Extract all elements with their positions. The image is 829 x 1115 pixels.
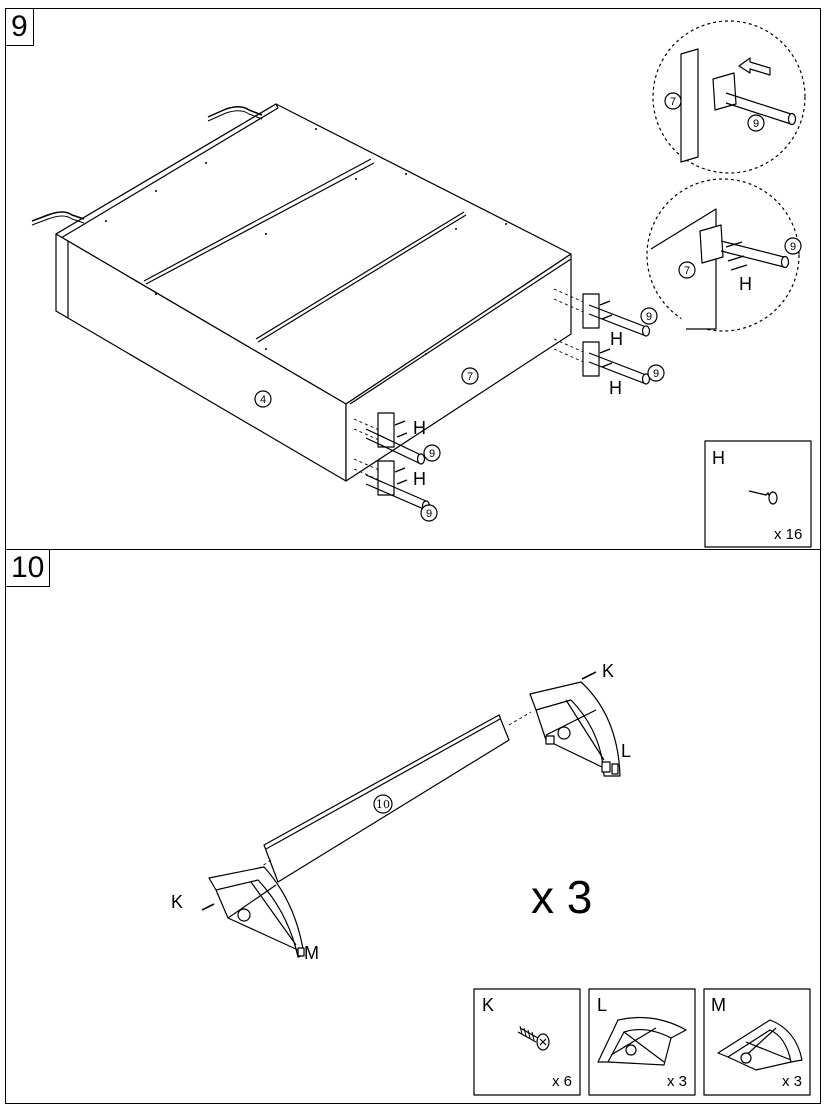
label-k-bottom: K bbox=[171, 892, 183, 912]
arrow-icon bbox=[738, 57, 771, 76]
label-part-9-d: 9 bbox=[426, 508, 432, 520]
label-detail-9-bottom: 9 bbox=[790, 241, 796, 253]
screw-k-icon bbox=[517, 1025, 550, 1051]
screw-h-icon bbox=[748, 490, 778, 505]
leg-group-right bbox=[588, 304, 651, 385]
hardware-h-quantity: x 16 bbox=[774, 526, 802, 543]
step-10-number: 10 bbox=[6, 550, 51, 587]
hardware-h-letter: H bbox=[712, 448, 725, 468]
step-9-illustration: 7 4 9 9 9 9 7 9 7 9 H H H H H H x 16 bbox=[31, 20, 812, 548]
step-10-panel: 10 bbox=[5, 549, 821, 1104]
hardware-l-letter: L bbox=[597, 995, 607, 1015]
part-7-panel bbox=[345, 253, 572, 482]
hardware-m-quantity: x 3 bbox=[782, 1073, 802, 1090]
label-part-10: 10 bbox=[376, 798, 390, 811]
hardware-box-l bbox=[588, 988, 696, 1096]
label-part-9-c: 9 bbox=[429, 448, 435, 460]
label-m: M bbox=[304, 943, 319, 963]
bracket-m-thumb-icon bbox=[717, 1019, 803, 1071]
bracket-l-thumb-icon bbox=[597, 1016, 687, 1066]
label-k-top: K bbox=[602, 661, 614, 681]
label-h-detail: H bbox=[739, 274, 752, 294]
label-l: L bbox=[621, 741, 631, 761]
hardware-k-letter: K bbox=[482, 995, 494, 1015]
label-h-2: H bbox=[609, 378, 622, 398]
strap-back bbox=[207, 106, 263, 118]
hardware-k-quantity: x 6 bbox=[552, 1073, 572, 1090]
label-part-9-a: 9 bbox=[646, 311, 652, 323]
multiplier-x3: x 3 bbox=[531, 871, 592, 923]
strap-left bbox=[31, 211, 85, 222]
step-9-panel: 9 bbox=[5, 8, 821, 550]
label-part-7: 7 bbox=[467, 371, 473, 383]
label-h-4: H bbox=[413, 469, 426, 489]
hardware-box-h bbox=[704, 440, 812, 548]
bracket-m-icon bbox=[208, 866, 305, 958]
label-part-4: 4 bbox=[260, 394, 266, 406]
hardware-l-quantity: x 3 bbox=[667, 1073, 687, 1090]
label-detail-9-top: 9 bbox=[753, 118, 759, 130]
label-part-9-b: 9 bbox=[653, 368, 659, 380]
step-9-number: 9 bbox=[6, 9, 34, 46]
label-detail-7-bottom: 7 bbox=[684, 265, 690, 277]
step-10-illustration: 10 K L K M K L M x 6 x 3 x 3 x 3 bbox=[171, 661, 811, 1096]
hardware-m-letter: M bbox=[711, 995, 726, 1015]
label-h-1: H bbox=[610, 329, 623, 349]
label-detail-7-top: 7 bbox=[670, 96, 676, 108]
label-h-3: H bbox=[413, 418, 426, 438]
hardware-box-k bbox=[473, 988, 581, 1096]
bracket-l-icon bbox=[529, 681, 621, 777]
